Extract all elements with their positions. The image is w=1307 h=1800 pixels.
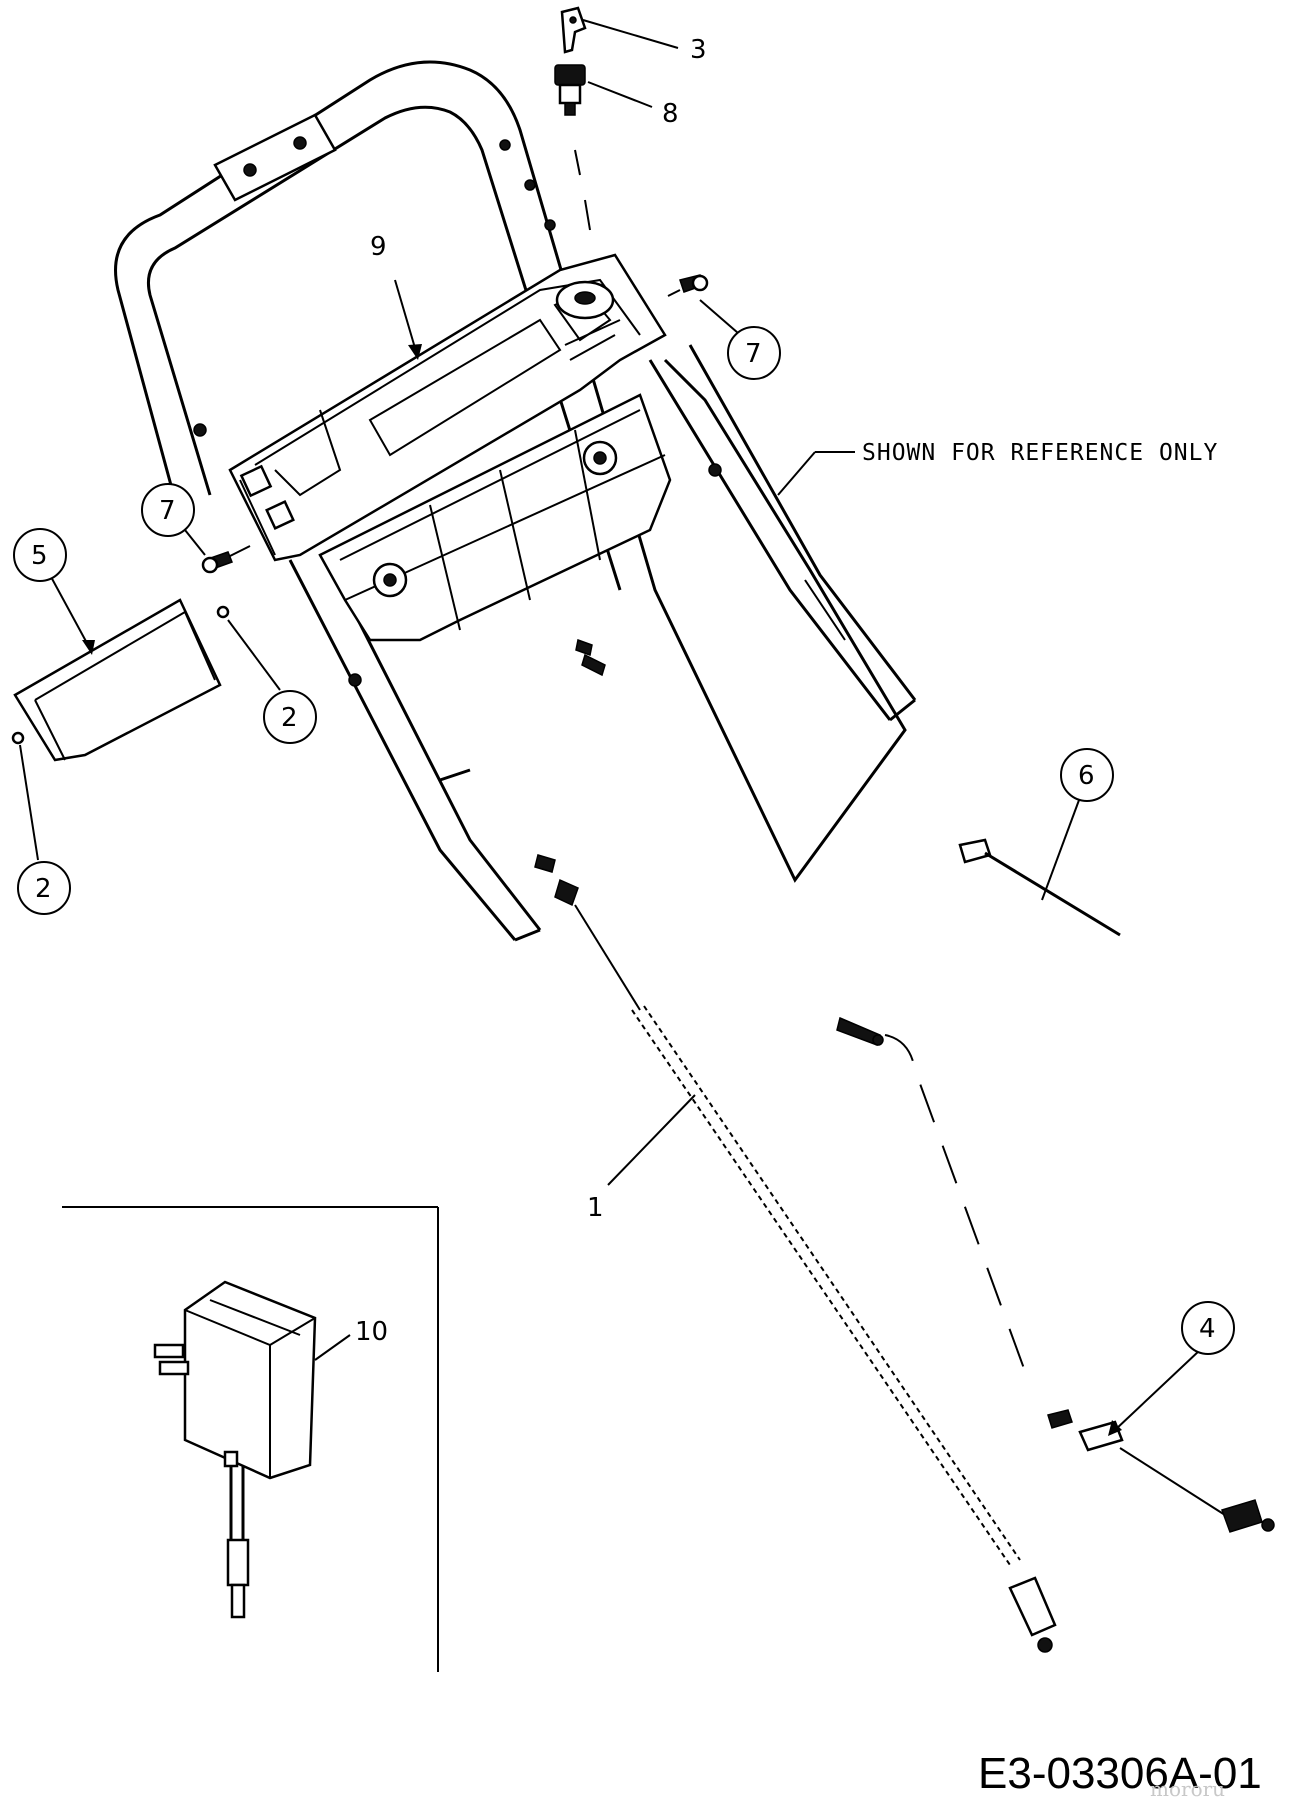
charger-inset — [62, 1206, 439, 1672]
clip-part-2-lower — [11, 731, 25, 745]
label-part-2-upper: 2 — [281, 703, 298, 733]
reference-note: SHOWN FOR REFERENCE ONLY — [862, 440, 1218, 466]
part-labels: 3 8 9 7 7 5 2 2 6 1 4 10 — [13, 35, 1235, 1355]
drawing-code: E3-03306A-01 — [978, 1749, 1262, 1798]
label-part-5: 5 — [31, 541, 48, 571]
label-part-3: 3 — [690, 35, 707, 65]
charger-part-10 — [153, 1280, 317, 1619]
battery-housing — [318, 393, 672, 642]
watermark: mororu — [1150, 1777, 1225, 1800]
label-part-8: 8 — [662, 99, 679, 129]
label-part-7-left: 7 — [159, 496, 176, 526]
cable-tie-part-6 — [958, 838, 1121, 937]
cover-part-5 — [13, 598, 222, 762]
label-part-2-lower: 2 — [35, 874, 52, 904]
screw-part-7-right — [667, 274, 709, 297]
clip-part-2-upper — [216, 605, 230, 619]
leader-lines — [19, 19, 1201, 1436]
screw-part-7-left — [201, 545, 251, 574]
small-hardware — [534, 639, 884, 1046]
label-part-6: 6 — [1078, 761, 1095, 791]
label-part-10: 10 — [355, 1317, 388, 1347]
wire-harness-part-4 — [884, 1034, 1275, 1533]
key-switch-part-8 — [554, 64, 591, 231]
control-box-part-9 — [228, 253, 667, 562]
label-part-1: 1 — [587, 1193, 604, 1223]
cable-part-1 — [574, 904, 1057, 1653]
handlebar-frame — [114, 60, 917, 942]
key-part-3 — [560, 6, 587, 54]
label-part-4: 4 — [1199, 1314, 1216, 1344]
label-part-9: 9 — [370, 232, 387, 262]
label-part-7-right: 7 — [745, 339, 762, 369]
